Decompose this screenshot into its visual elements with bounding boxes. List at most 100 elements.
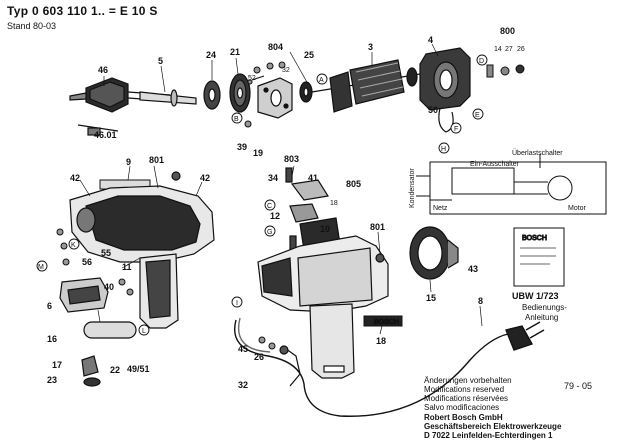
armature-drawing (311, 59, 421, 113)
part-label-17: 17 (52, 360, 62, 370)
part-label-14: 14 (494, 46, 502, 53)
tag-d: D (479, 58, 484, 65)
power-cable-drawing (234, 317, 545, 417)
footer-date-code: 79 - 05 (564, 381, 593, 391)
part-label-18: 18 (376, 336, 386, 346)
part-label-804: 804 (268, 42, 283, 52)
bearing-drawing (203, 80, 221, 110)
revision-stand: Stand 80-03 (7, 21, 57, 31)
part-label-800: 800 (500, 26, 515, 36)
part-label-4: 4 (428, 35, 433, 45)
armature-bearing-drawing (299, 81, 313, 103)
part-label-5: 5 (158, 56, 163, 66)
tag-g: G (267, 229, 272, 236)
tag-c: C (267, 203, 272, 210)
part-label-50: 50 (428, 105, 438, 115)
model-title: Typ 0 603 110 1.. = E 10 S (7, 4, 158, 18)
part-label-805: 805 (346, 179, 361, 189)
part-label-3: 3 (368, 42, 373, 52)
tag-f: F (454, 126, 458, 133)
drill-chuck-drawing (69, 77, 171, 113)
tag-e: E (475, 112, 480, 119)
tag-m: M (38, 264, 44, 271)
footer-line-7: D 7022 Leinfelden-Echterdingen 1 (424, 431, 553, 440)
part-label-8: 8 (478, 296, 483, 306)
tag-h: H (441, 146, 446, 153)
part-label-45: 45 (238, 344, 248, 354)
manual-booklet-drawing: BOSCH (513, 227, 565, 287)
type-plate-drawing: BOSCH (363, 315, 403, 327)
part-label-34: 34 (268, 173, 278, 183)
left-screws-drawing (56, 79, 276, 350)
booklet-brand: BOSCH (522, 235, 547, 242)
switch-block-drawing (59, 277, 109, 313)
stator-drawing (419, 47, 471, 133)
booklet-code: UBW 1/723 (512, 291, 559, 301)
part-label-18-small: 18 (330, 200, 338, 207)
part-label-26-b: 26 (254, 352, 264, 362)
part-label-21: 21 (230, 47, 240, 57)
part-label-15: 15 (426, 293, 436, 303)
housing-left-drawing (69, 171, 215, 329)
booklet-title-1: Bedienungs- (522, 303, 567, 312)
schematic-capacitor: Kondensator (409, 168, 416, 208)
gear-drawing (229, 73, 251, 113)
brush-parts-drawing (486, 64, 525, 78)
tag-k: K (71, 242, 76, 249)
part-label-32-top: 32 (282, 67, 290, 74)
part-label-56: 56 (82, 257, 92, 267)
part-label-11: 11 (122, 262, 132, 272)
part-label-26: 26 (517, 46, 525, 53)
letter-tags (36, 54, 488, 336)
part-label-23: 23 (47, 375, 57, 385)
part-label-32: 32 (238, 380, 248, 390)
booklet-title-2: Anleitung (525, 313, 559, 322)
footer-line-6: Geschäftsbereich Elektrowerkzeuge (424, 422, 562, 431)
part-label-46: 46 (98, 65, 108, 75)
tag-a: A (319, 77, 324, 84)
schematic-motor: Motor (568, 205, 587, 212)
part-label-803: 803 (284, 154, 299, 164)
footer-line-4: Salvo modificaciones (424, 403, 500, 412)
part-label-49-51: 49/51 (127, 364, 150, 374)
part-label-10: 10 (320, 224, 330, 234)
gear-plate-drawing (257, 77, 293, 119)
tag-l: L (142, 328, 146, 335)
part-label-52: 52 (248, 75, 256, 82)
part-label-24: 24 (206, 50, 216, 60)
part-label-42-right: 42 (200, 173, 210, 183)
part-label-801-b: 801 (370, 222, 385, 232)
strain-relief-drawing (81, 355, 101, 387)
part-label-41: 41 (308, 173, 318, 183)
part-label-9: 9 (126, 157, 131, 167)
part-label-27: 27 (505, 46, 513, 53)
spindle-drawing (139, 89, 197, 107)
part-label-16: 16 (47, 334, 57, 344)
footer-line-1: Änderungen vorbehalten (424, 376, 512, 385)
part-label-55: 55 (101, 248, 111, 258)
part-label-6: 6 (47, 301, 52, 311)
part-label-39: 39 (237, 142, 247, 152)
part-label-801: 801 (149, 155, 164, 165)
tag-i: I (236, 300, 238, 307)
part-label-25: 25 (304, 50, 314, 60)
letter-tag-labels: A B C D E F G H I K L M (38, 58, 484, 335)
part-label-19: 19 (253, 148, 263, 158)
part-label-43: 43 (468, 264, 478, 274)
schematic-on-off-switch: Ein-Ausschalter (470, 161, 520, 168)
part-label-12: 12 (270, 211, 280, 221)
part-label-42-left: 42 (70, 173, 80, 183)
wiring-schematic (416, 154, 607, 215)
field-ring-drawing (409, 226, 459, 280)
part-label-46-01: 46.01 (94, 130, 117, 140)
footer-line-5: Robert Bosch GmbH (424, 413, 503, 422)
leader-lines (79, 43, 483, 335)
schematic-mains: Netz (433, 205, 448, 212)
part-label-40: 40 (104, 282, 114, 292)
footer-line-3: Modifications réservées (424, 394, 509, 403)
small-screws-drawing (251, 61, 286, 81)
part-label-22: 22 (110, 365, 120, 375)
chuck-key-drawing (77, 124, 119, 136)
